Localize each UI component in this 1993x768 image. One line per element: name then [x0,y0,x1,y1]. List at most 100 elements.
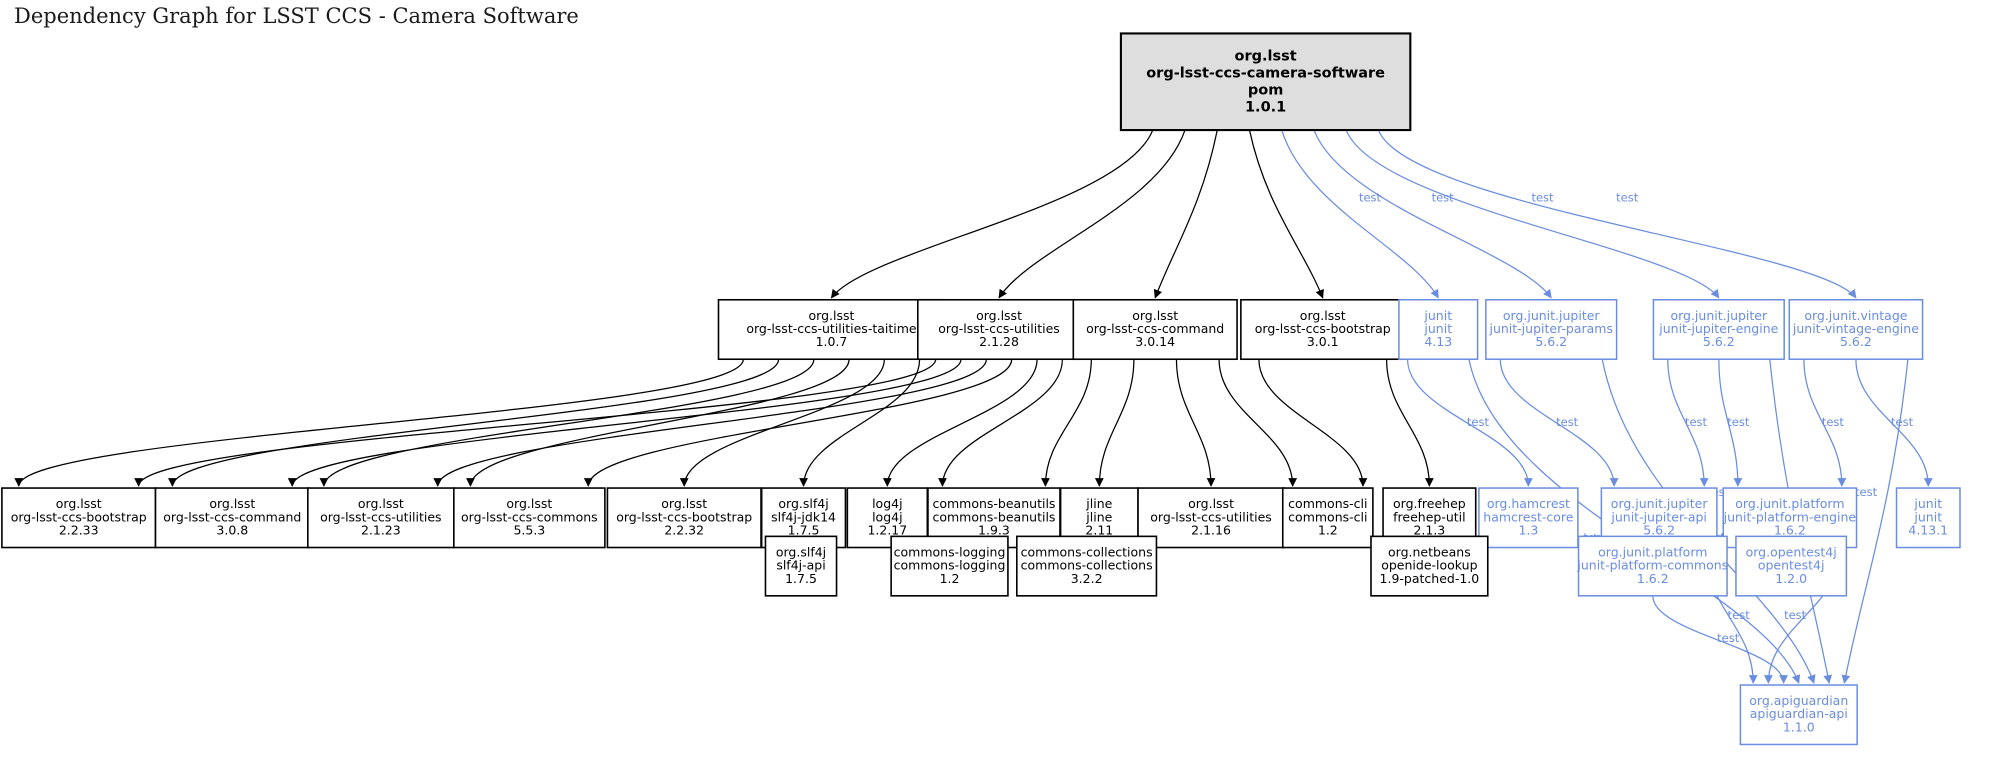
node-text-line: hamcrest-core [1483,509,1573,524]
node-text-line: 1.0.1 [1245,99,1286,115]
node-text-line: junit [1913,509,1942,524]
node-text-line: org-lsst-ccs-utilities [320,509,442,524]
node-text-line: org.netbeans [1388,544,1471,559]
node-text-line: 5.6.2 [1840,334,1872,349]
graph-node-jupiterengine[interactable]: org.junit.jupiterjunit-jupiter-engine5.6… [1652,299,1785,360]
node-text-line: 2.1.16 [1191,522,1231,537]
node-text-line: 1.0.7 [816,334,848,349]
node-text-line: commons-logging [894,544,1006,559]
graph-edge-taitime-to-utilities2123 [319,359,815,487]
graph-edge-root-to-jupiterengine [1345,129,1720,299]
node-text-line: junit-vintage-engine [1792,321,1919,336]
edge-label-test: test [1727,415,1750,429]
edge-label-test: test [1432,190,1455,204]
edge-label-test: test [1717,631,1740,645]
graph-node-root[interactable]: org.lsstorg-lsst-ccs-camera-softwarepom1… [1119,32,1412,132]
node-text-line: 3.0.8 [216,522,248,537]
node-text-line: jline [1085,509,1112,524]
node-text-line: org-lsst-ccs-bootstrap [616,509,752,524]
node-text-line: org.lsst [809,308,855,323]
node-text-line: jline [1085,496,1112,511]
edge-label-test: test [1685,415,1708,429]
node-text-line: commons-cli [1288,496,1367,511]
graph-node-taitime[interactable]: org.lsstorg-lsst-ccs-utilities-taitime1.… [717,298,946,361]
graph-node-commonscollections[interactable]: commons-collectionscommons-collections3.… [1016,535,1158,597]
graph-edge-command3014-to-commonscli [1218,359,1298,487]
node-text-line: 1.9-patched-1.0 [1380,571,1480,586]
graph-edge-root-to-vintageengine [1377,129,1857,299]
graph-edge-utilities2128-to-bootstrap2233 [134,359,937,487]
node-text-line: org.apiguardian [1749,693,1848,708]
graph-edge-utilities2128-to-command308 [287,359,962,487]
node-text-line: commons-logging [894,558,1006,573]
node-text-line: org-lsst-ccs-command [163,509,301,524]
node-text-line: org.lsst [661,496,707,511]
graph-node-jupiterparams[interactable]: org.junit.jupiterjunit-jupiter-params5.6… [1485,299,1618,360]
node-text-line: 3.2.2 [1071,571,1103,586]
graph-node-platformcommons[interactable]: org.junit.platformjunit-platform-commons… [1576,535,1728,597]
node-text-line: org.lsst [506,496,552,511]
node-text-line: junit-jupiter-api [1610,509,1707,524]
graph-edge-command3014-to-utilities2116 [1175,359,1216,487]
node-text-line: org.lsst [209,496,255,511]
node-text-line: org.slf4j [778,496,828,511]
graph-edge-jupiterengine-to-platformengine [1718,359,1743,487]
graph-node-openidelookup[interactable]: org.netbeansopenide-lookup1.9-patched-1.… [1370,535,1489,597]
edge-label-test: test [1891,415,1914,429]
edge-label-test: test [1556,415,1579,429]
node-text-line: commons-beanutils [932,496,1055,511]
node-text-line: org.junit.jupiter [1503,308,1601,323]
graph-edge-taitime-to-bootstrap2233 [14,359,744,487]
node-text-line: org-lsst-ccs-utilities [938,321,1060,336]
node-text-line: freehep-util [1393,509,1465,524]
node-text-line: org.junit.jupiter [1670,308,1768,323]
node-text-line: org.junit.platform [1598,544,1707,559]
node-text-line: 2.1.28 [979,334,1019,349]
node-text-line: pom [1248,82,1283,98]
node-text-line: apiguardian-api [1750,706,1848,721]
node-text-line: 1.3 [1518,522,1538,537]
node-text-line: org.lsst [1132,308,1178,323]
node-text-line: commons-collections [1021,544,1153,559]
node-text-line: org.freehep [1393,496,1466,511]
graph-node-vintageengine[interactable]: org.junit.vintagejunit-vintage-engine5.6… [1788,299,1924,360]
graph-edge-vintageengine-to-platformengine [1803,359,1847,487]
node-text-line: 2.1.23 [361,522,401,537]
node-text-line: 1.6.2 [1774,522,1806,537]
edge-label-test: test [1616,190,1639,204]
node-text-line: 1.9.3 [978,522,1010,537]
node-text-line: org.junit.platform [1735,496,1844,511]
graph-edge-root-to-command3014 [1153,129,1218,299]
graph-edge-jupiterparams-to-jupiterapi [1499,359,1619,487]
graph-edge-utilities2128-to-utilities2123 [433,359,987,487]
node-text-line: 5.6.2 [1703,334,1735,349]
node-text-line: log4j [872,509,902,524]
node-text-line: junit [1423,308,1452,323]
node-text-line: junit-jupiter-params [1488,321,1613,336]
graph-edge-bootstrap301-to-commonscli [1258,359,1368,487]
node-text-line: 4.13 [1424,334,1452,349]
node-text-line: junit-platform-engine [1723,509,1857,524]
node-text-line: slf4j-jdk14 [771,509,836,524]
node-text-line: commons-beanutils [932,509,1055,524]
graph-edge-root-to-jupiterparams [1313,129,1552,299]
